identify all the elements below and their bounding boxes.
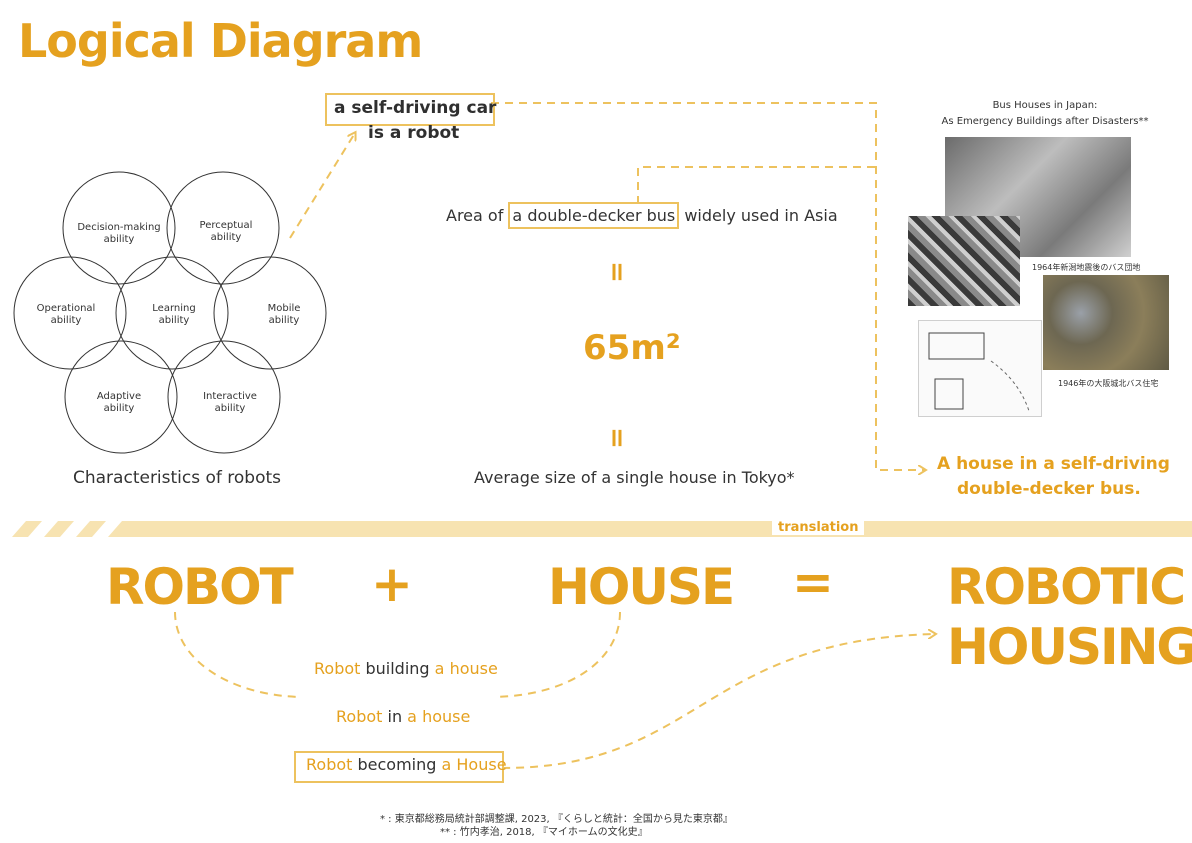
line-box-to-bus-house <box>491 102 925 470</box>
curve-to-robotic-housing <box>501 634 935 769</box>
caption-osaka: 1946年の大阪城北バス住宅 <box>1058 379 1159 388</box>
curve-robot <box>174 611 301 698</box>
circle-interactive <box>167 340 281 454</box>
bus-interior-photo <box>908 216 1020 306</box>
plus-sign: + <box>371 555 413 613</box>
footnote-1: * : 東京都総務局統計部調整課, 2023, 『くらしと統計：全国から見た東京… <box>380 814 733 825</box>
term-robot: ROBOT <box>106 558 294 616</box>
venn-circles <box>13 171 327 454</box>
area-value: 65m² <box>583 328 681 368</box>
result-robotic: ROBOTIC <box>947 558 1186 616</box>
average-house-size: Average size of a single house in Tokyo* <box>474 468 795 487</box>
translation-label: translation <box>772 520 865 535</box>
option-in: Robot in a house <box>336 707 471 726</box>
option-becoming-box <box>294 751 504 783</box>
circle-perceptual <box>166 171 280 285</box>
equals-sign-lower: = <box>601 427 632 449</box>
robot-statement-line1: a self-driving car <box>334 98 497 118</box>
translation-stripe <box>12 521 1192 537</box>
circle-decision <box>62 171 176 285</box>
term-house: HOUSE <box>548 558 735 616</box>
double-decker-highlight: a double-decker bus <box>508 202 680 229</box>
page-title: Logical Diagram <box>18 14 423 68</box>
area-statement: Area of a double-decker bus widely used … <box>446 202 838 229</box>
characteristics-label: Characteristics of robots <box>73 468 282 488</box>
option-becoming: Robot becoming a House <box>306 755 507 774</box>
bus-houses-title: Bus Houses in Japan: As Emergency Buildi… <box>941 100 1149 127</box>
robot-statement-box <box>325 93 495 126</box>
circle-learning <box>115 256 229 370</box>
bus-house-result-line1: A house in a self-driving <box>937 454 1170 474</box>
curve-house <box>494 611 621 698</box>
arrow-to-robot-box <box>289 133 355 239</box>
result-housing: HOUSING <box>947 618 1192 676</box>
line-bus-to-right <box>637 166 876 204</box>
equals-sign-upper: = <box>601 261 632 283</box>
footnote-2: ** : 竹内孝治, 2018, 『マイホームの文化史』 <box>440 827 648 838</box>
bus-plan-drawing <box>918 320 1042 417</box>
circle-adaptive <box>64 340 178 454</box>
circle-mobile <box>213 256 327 370</box>
caption-niigata: 1964年新潟地震後のバス団地 <box>1032 263 1141 272</box>
option-building: Robot building a house <box>314 659 498 678</box>
bus-house-result-line2: double-decker bus. <box>957 479 1141 499</box>
robot-statement-line2: is a robot <box>368 123 460 143</box>
equals-sign: = <box>792 553 834 611</box>
aerial-photo <box>1043 275 1169 370</box>
circle-operational <box>13 256 127 370</box>
